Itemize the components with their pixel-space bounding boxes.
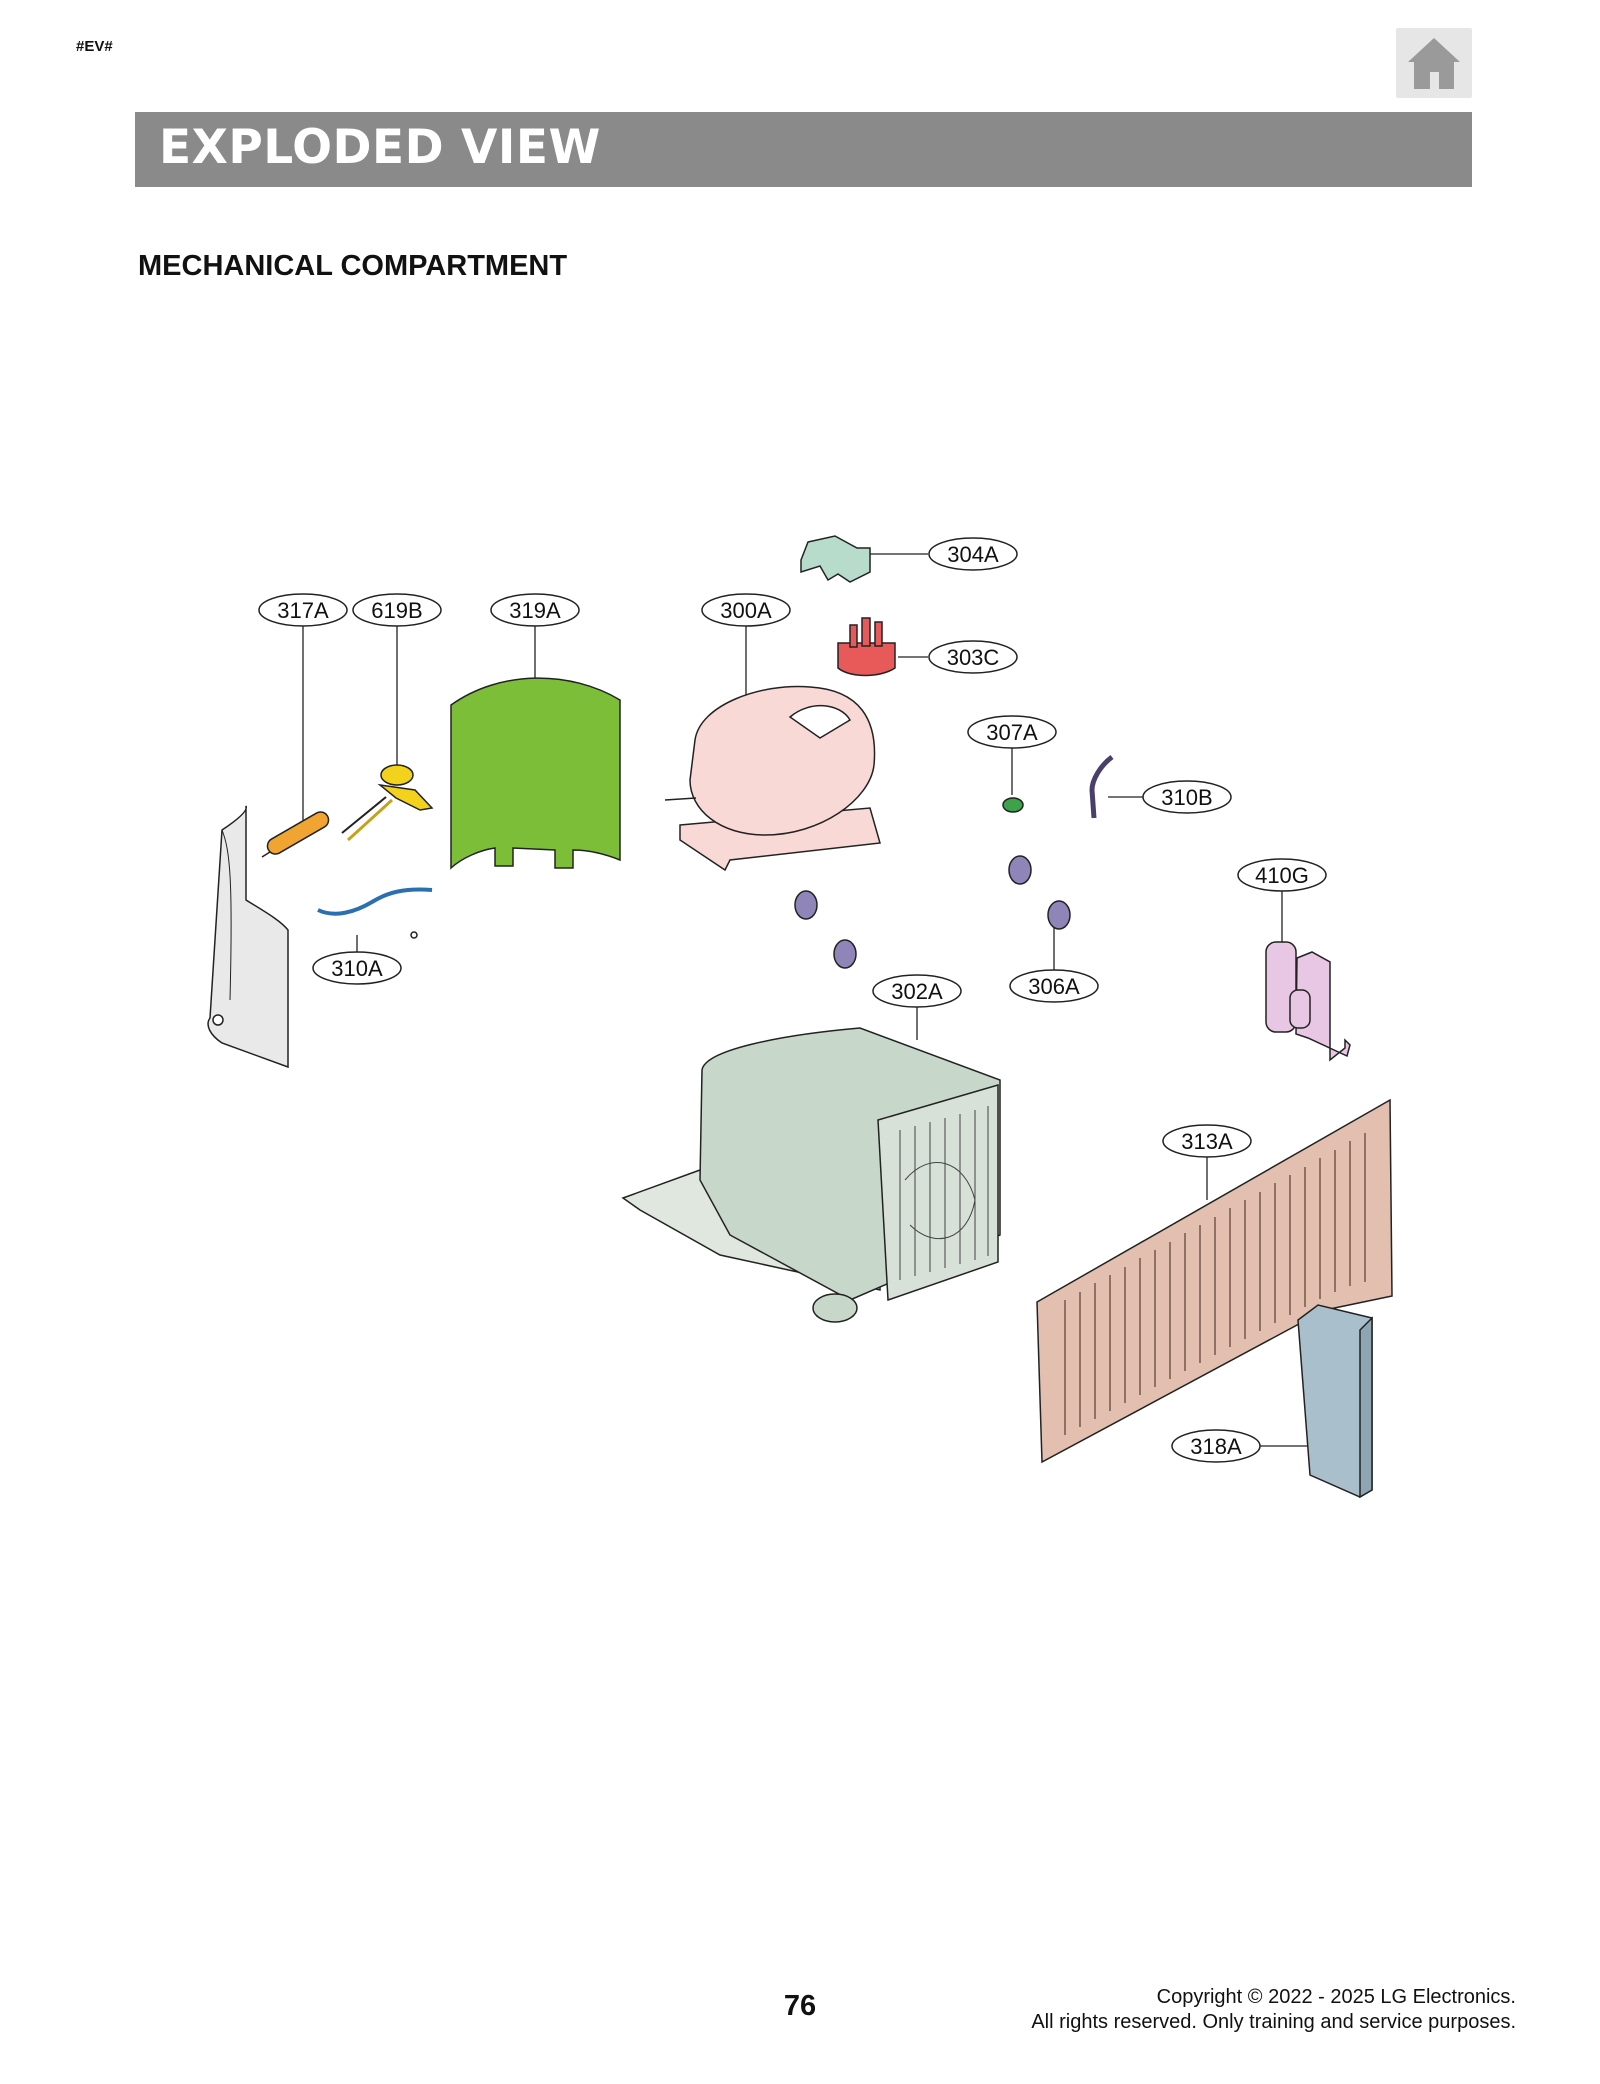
- callout-300A: 300A: [701, 593, 791, 627]
- copyright-line-1: Copyright © 2022 - 2025 LG Electronics.: [1156, 1986, 1516, 2008]
- svg-text:317A: 317A: [277, 598, 329, 623]
- callout-410G: 410G: [1237, 858, 1327, 892]
- callout-310B: 310B: [1142, 780, 1232, 814]
- callout-304A: 304A: [928, 537, 1018, 571]
- section-banner: EXPLODED VIEW: [135, 112, 1472, 187]
- svg-text:410G: 410G: [1255, 863, 1309, 888]
- relay-303c-part: [837, 617, 896, 677]
- page-number: 76: [783, 1990, 817, 2022]
- copyright-notice: Copyright © 2022 - 2025 LG Electronics. …: [1031, 1985, 1516, 2035]
- callout-319A: 319A: [490, 593, 580, 627]
- leader-lines: [302, 553, 1310, 1447]
- grommet-307a-part: [1002, 797, 1024, 813]
- bracket-304a-part: [800, 535, 871, 583]
- banner-title: EXPLODED VIEW: [159, 120, 601, 175]
- duct-318a-part: [1297, 1304, 1373, 1499]
- svg-text:619B: 619B: [371, 598, 422, 623]
- callout-307A: 307A: [967, 715, 1057, 749]
- condenser-302a-part: [621, 1027, 1001, 1323]
- callout-317A: 317A: [258, 593, 348, 627]
- svg-text:313A: 313A: [1181, 1129, 1233, 1154]
- svg-text:307A: 307A: [986, 720, 1038, 745]
- green-cover-part: [450, 677, 621, 870]
- document-tag: #EV#: [76, 38, 113, 55]
- svg-text:302A: 302A: [891, 979, 943, 1004]
- svg-text:310A: 310A: [331, 956, 383, 981]
- svg-text:318A: 318A: [1190, 1434, 1242, 1459]
- callout-303C: 303C: [928, 640, 1018, 674]
- drier-part: [261, 811, 330, 858]
- home-button[interactable]: [1396, 28, 1472, 98]
- callout-310A: 310A: [312, 951, 402, 985]
- callout-313A: 313A: [1162, 1124, 1252, 1158]
- callout-306A: 306A: [1009, 969, 1099, 1003]
- svg-text:310B: 310B: [1161, 785, 1212, 810]
- svg-text:319A: 319A: [509, 598, 561, 623]
- capacitor-410g-part: [1265, 941, 1351, 1062]
- compressor-part: [664, 685, 881, 872]
- copyright-line-2: All rights reserved. Only training and s…: [1031, 2011, 1516, 2033]
- thermostat-part: [341, 764, 434, 842]
- grille-313a-part: [1036, 1098, 1393, 1464]
- section-title: MECHANICAL COMPARTMENT: [138, 250, 568, 282]
- tube-310b-part: [1089, 755, 1114, 819]
- svg-text:303C: 303C: [947, 645, 1000, 670]
- svg-text:306A: 306A: [1028, 974, 1080, 999]
- svg-text:300A: 300A: [720, 598, 772, 623]
- side-panel-part: [207, 805, 289, 1069]
- svg-text:304A: 304A: [947, 542, 999, 567]
- tube-310a-part: [317, 887, 433, 939]
- callout-302A: 302A: [872, 974, 962, 1008]
- grommets-306a-part: [794, 855, 1071, 969]
- callout-318A: 318A: [1171, 1429, 1261, 1463]
- callout-619B: 619B: [352, 593, 442, 627]
- part-callouts: 317A 619B 319A 300A 304A 303C 307A 310B: [258, 537, 1327, 1463]
- home-icon: [1408, 38, 1460, 89]
